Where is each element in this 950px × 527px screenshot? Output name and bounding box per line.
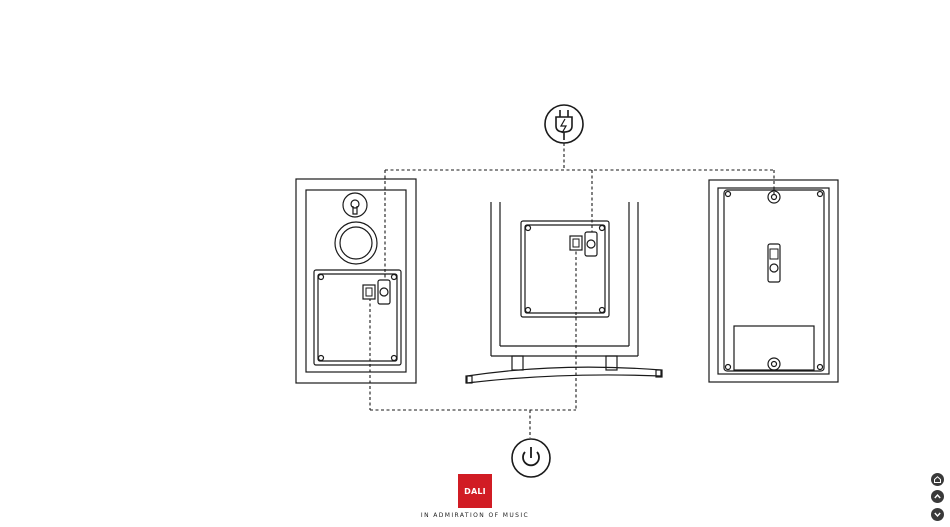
speaker-wall-mount-rear xyxy=(709,180,838,382)
previous-button[interactable] xyxy=(931,490,944,503)
home-button[interactable] xyxy=(931,473,944,486)
speaker-on-stand-rear xyxy=(466,202,662,383)
mains-plug-icon xyxy=(545,105,583,143)
brand-tagline: IN ADMIRATION OF MUSIC xyxy=(400,512,550,519)
speaker-rear-panel xyxy=(296,179,416,383)
power-icon xyxy=(512,439,550,477)
next-button[interactable] xyxy=(931,508,944,521)
chevron-up-icon xyxy=(931,490,944,503)
home-icon xyxy=(931,473,944,486)
dali-logo-text: DALI xyxy=(458,487,492,496)
dali-logo: DALI xyxy=(458,474,492,508)
chevron-down-icon xyxy=(931,508,944,521)
mains-wiring xyxy=(385,143,774,290)
